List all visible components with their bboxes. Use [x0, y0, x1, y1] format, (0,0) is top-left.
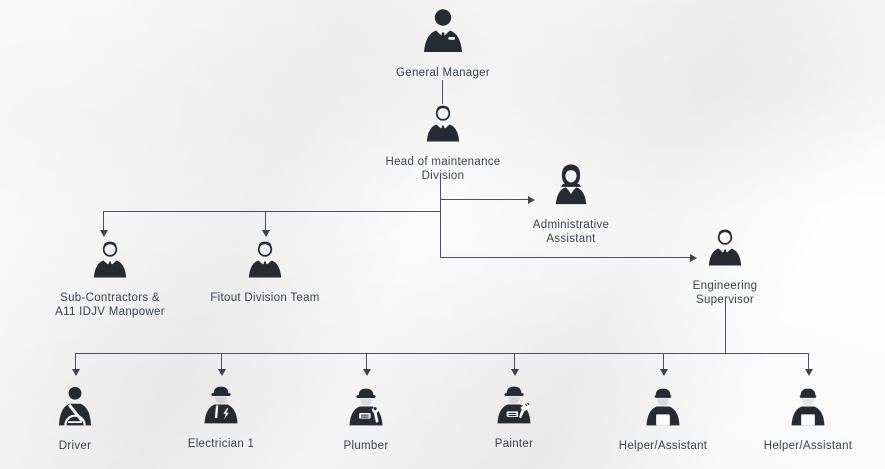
org-node-label: Engineering Supervisor [692, 280, 758, 306]
plumber-icon [291, 385, 441, 434]
org-node-plumber: Plumber [291, 385, 441, 453]
org-node-label: Sub-Contractors & A11 IDJV Manpower [55, 292, 165, 318]
painter-icon [439, 383, 589, 432]
arrowhead-electrician [217, 369, 226, 376]
connector-left-branch [103, 211, 441, 212]
org-node-label: Plumber [343, 440, 389, 452]
connector-drop-painter [514, 353, 515, 369]
org-node-head-of-maintenance: Head of maintenance Division [368, 103, 518, 183]
connector-engineering-trunk [725, 301, 726, 353]
arrowhead-helper-1 [659, 369, 668, 376]
arrowhead-helper-2 [804, 369, 813, 376]
arrowhead-plumber [362, 369, 371, 376]
org-node-sub-contractors: Sub-Contractors & A11 IDJV Manpower [35, 239, 185, 319]
arrowhead-painter [510, 369, 519, 376]
arrowhead-admin [528, 195, 535, 204]
org-node-label: Electrician 1 [187, 438, 255, 450]
org-node-label: Helper/Assistant [763, 440, 853, 452]
arrowhead-driver [71, 369, 80, 376]
connector-drop-plumber [366, 353, 367, 369]
helper-icon [588, 385, 738, 434]
arrowhead-fitout [261, 230, 270, 237]
org-node-fitout-division-team: Fitout Division Team [190, 239, 340, 305]
helper-icon [733, 385, 883, 434]
org-node-label: Head of maintenance Division [385, 156, 501, 182]
org-node-label: Fitout Division Team [210, 292, 320, 304]
org-node-helper-assistant-2: Helper/Assistant [733, 385, 883, 453]
org-node-driver: Driver [0, 385, 150, 453]
org-node-administrative-assistant: Administrative Assistant [496, 162, 646, 246]
connector-drop-helper-1 [663, 353, 664, 369]
connector-drop-driver [75, 353, 76, 369]
man-suit-icon [190, 239, 340, 286]
org-node-electrician: Electrician 1 [146, 383, 296, 451]
connector-drop-electrician [221, 353, 222, 369]
connector-bottom-branch [75, 353, 808, 354]
org-node-label: Painter [494, 438, 534, 450]
businessman-icon [368, 8, 518, 61]
arrowhead-subcontractors [99, 230, 108, 237]
org-node-engineering-supervisor: Engineering Supervisor [650, 227, 800, 307]
man-suit-icon [35, 239, 185, 286]
org-node-helper-assistant-1: Helper/Assistant [588, 385, 738, 453]
org-node-label: Helper/Assistant [618, 440, 708, 452]
man-suit-icon [650, 227, 800, 274]
org-node-label: Administrative Assistant [532, 219, 610, 245]
electrician-icon [146, 383, 296, 432]
connector-to-admin [440, 199, 528, 200]
connector-head-trunk [440, 176, 441, 257]
driver-icon [0, 385, 150, 434]
connector-drop-fitout [265, 211, 266, 231]
connector-gm-to-head [442, 80, 443, 104]
org-node-label: Driver [58, 440, 92, 452]
connector-to-engineering [440, 257, 690, 258]
connector-drop-subcontractors [103, 211, 104, 231]
arrowhead-engineering [690, 253, 697, 262]
businesswoman-icon [496, 162, 646, 213]
org-node-painter: Painter [439, 383, 589, 451]
man-suit-icon [368, 103, 518, 150]
connector-drop-helper-2 [808, 353, 809, 369]
org-node-general-manager: General Manager [368, 8, 518, 80]
org-node-label: General Manager [396, 67, 490, 79]
